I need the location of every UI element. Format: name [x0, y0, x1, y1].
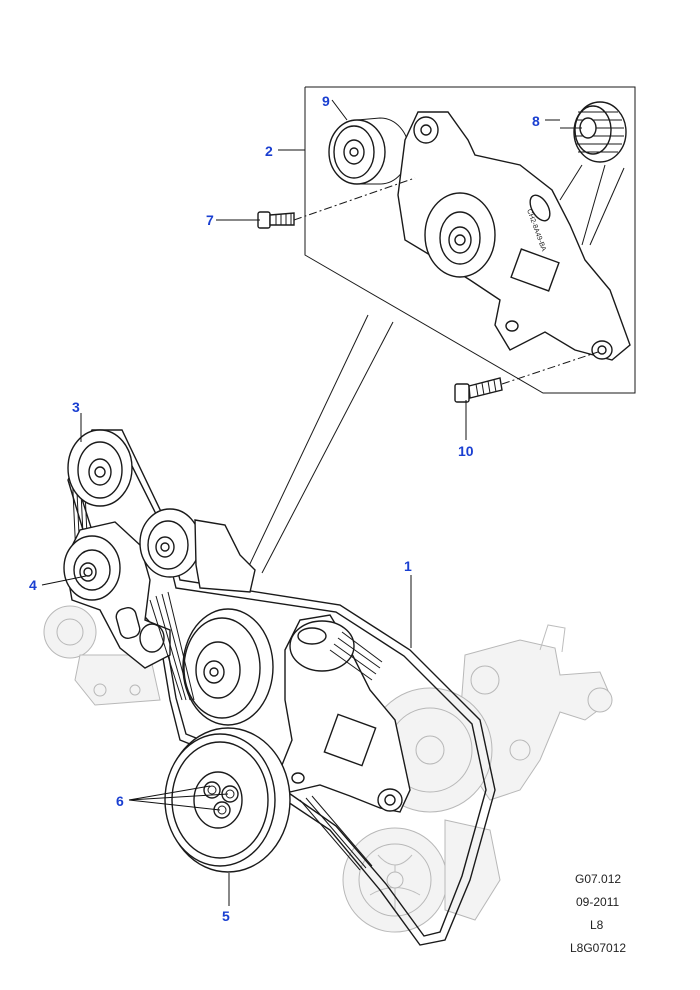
callout-9: 9 [322, 93, 330, 109]
tensioner-bracket-inset[interactable]: CH2-8A49-BA [397, 111, 631, 361]
model-code: L8 [590, 918, 604, 932]
figure-code: G07.012 [575, 872, 621, 886]
callout-1: 1 [404, 558, 412, 574]
callout-5: 5 [222, 908, 230, 924]
callout-6: 6 [116, 793, 124, 809]
callout-3: 3 [72, 399, 80, 415]
idler-pulley-3[interactable] [67, 429, 133, 507]
idler-pulley-9-inset[interactable] [328, 117, 410, 185]
pulley-8-inset[interactable] [559, 101, 627, 246]
crankshaft-pulley-5[interactable] [164, 727, 291, 873]
bolt-7-inset[interactable] [257, 177, 416, 229]
bolt-10[interactable] [454, 351, 599, 403]
crank-bolt-6c[interactable] [213, 801, 231, 819]
revision-date: 09-2011 [576, 895, 619, 909]
inset-frame [247, 86, 636, 574]
reference-block: G07.012 09-2011 L8 L8G07012 [570, 872, 626, 955]
image-code: L8G07012 [570, 941, 626, 955]
leader-lines [41, 99, 560, 906]
callout-8: 8 [532, 113, 540, 129]
callout-10: 10 [458, 443, 474, 459]
callout-2: 2 [265, 143, 273, 159]
ghost-engine-parts [43, 605, 613, 933]
tensioner-bracket-2[interactable] [279, 614, 411, 813]
callout-4: 4 [29, 577, 37, 593]
water-pump-pulley[interactable] [149, 591, 274, 726]
callout-7: 7 [206, 212, 214, 228]
idler-pulley-upper[interactable] [139, 508, 256, 593]
